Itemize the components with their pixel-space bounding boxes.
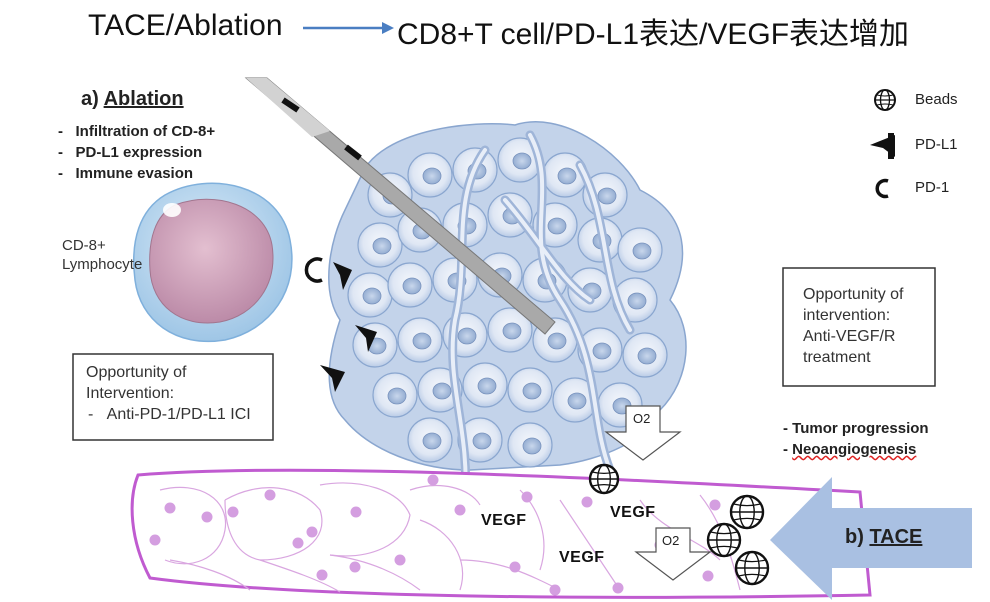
- tumor-cell: [387, 262, 433, 308]
- vessel-cell-nucleus: [394, 554, 406, 566]
- tace-heading: b) TACE: [845, 526, 923, 548]
- beads-icon: [874, 89, 896, 111]
- vegf-label: VEGF: [481, 512, 527, 529]
- vessel-cell-outline: [559, 499, 621, 591]
- vessel-cell-nucleus: [612, 582, 624, 594]
- intervention-left-text: Opportunity of Intervention: - Anti-PD-1…: [86, 364, 251, 423]
- vessel-cell-nucleus: [454, 504, 466, 516]
- intervention-box-right: [782, 267, 936, 387]
- beads-cluster: [588, 463, 770, 586]
- vessel-cell-outline: [169, 559, 251, 591]
- list-item: - Tumor progression: [783, 420, 929, 437]
- tumor-cell: [497, 137, 543, 183]
- intervention-box-left: [72, 353, 274, 441]
- vessel-cell-nucleus: [292, 537, 304, 549]
- tumor-effects-list: - Tumor progression - Neoangiogenesis: [783, 418, 929, 460]
- vessel-cell-nucleus: [164, 502, 176, 514]
- vessel-cell-outline: [419, 519, 464, 591]
- legend-pdl1: PD-L1: [915, 136, 958, 153]
- vessel-cell-nucleus: [549, 584, 561, 596]
- tumor-cell: [397, 317, 443, 363]
- ablation-effects-list: - Infiltration of CD-8+ - PD-L1 expressi…: [58, 121, 215, 184]
- legend-beads: Beads: [915, 91, 958, 108]
- vessel-cell-outline: [329, 554, 421, 591]
- list-item: - Infiltration of CD-8+: [58, 123, 216, 140]
- vessel-cell-nucleus: [264, 489, 276, 501]
- list-item: - PD-L1 expression: [58, 144, 203, 161]
- tumor-cell: [457, 417, 503, 463]
- o2-label: O2: [662, 533, 680, 548]
- cd8-lymphocyte: [133, 182, 293, 343]
- bead: [588, 463, 620, 495]
- tumor-cell: [347, 272, 393, 318]
- tumor-cell: [507, 367, 553, 413]
- ablation-heading: a) Ablation: [81, 88, 184, 111]
- title-left: TACE/Ablation: [88, 9, 283, 42]
- legend-pd1: PD-1: [915, 179, 950, 196]
- tumor-cell: [622, 332, 668, 378]
- vessel-cell-nucleus: [521, 491, 533, 503]
- lymphocyte-label: CD-8+ Lymphocyte: [62, 237, 143, 273]
- vessel-cell-nucleus: [306, 526, 318, 538]
- vessel-cell-nucleus: [581, 496, 593, 508]
- title-bar: TACE/Ablation CD8+T cell/PD-L1表达/VEGF表达增…: [0, 0, 990, 56]
- vessel-cell-outline: [409, 485, 481, 506]
- title-right: CD8+T cell/PD-L1表达/VEGF表达增加: [397, 18, 910, 51]
- vessel-cell-nucleus: [350, 506, 362, 518]
- list-item: - Immune evasion: [58, 165, 194, 182]
- tace-arrow: [770, 477, 972, 600]
- ablation-prefix: a): [81, 88, 104, 110]
- pdl1-legend-icon: [870, 133, 895, 159]
- vessel-cell-nucleus: [149, 534, 161, 546]
- vessel-cell-nucleus: [702, 570, 714, 582]
- bead: [706, 522, 742, 558]
- vegf-label: VEGF: [610, 504, 656, 521]
- ablation-label: Ablation: [103, 88, 184, 110]
- vessel-cell-nucleus: [201, 511, 213, 523]
- vessel-cell-outline: [259, 559, 341, 593]
- vessel-cell-outline: [224, 487, 323, 561]
- o2-arrow-top: [604, 405, 682, 461]
- vessel-cell-nucleus: [316, 569, 328, 581]
- vessel-cell-nucleus: [509, 561, 521, 573]
- tumor-cell: [407, 152, 453, 198]
- tumor-cell: [487, 307, 533, 353]
- bead: [729, 494, 765, 530]
- pd1-legend-icon: [875, 178, 889, 199]
- vessel-cell-nucleus: [427, 474, 439, 486]
- tumor-cell: [407, 417, 453, 463]
- vessel-cell-nucleus: [349, 561, 361, 573]
- vegf-label: VEGF: [559, 549, 605, 566]
- pdl1-markers: [320, 262, 377, 392]
- vessel-cell-outline: [319, 482, 411, 557]
- tumor-cell: [357, 222, 403, 268]
- tumor-cell: [617, 227, 663, 273]
- ablation-needle: [244, 77, 556, 335]
- bead: [734, 550, 770, 586]
- o2-arrow-bottom: [634, 527, 712, 581]
- o2-label: O2: [633, 411, 651, 426]
- vessel-cell-nucleus: [227, 506, 239, 518]
- vessel-cell-nucleus: [709, 499, 721, 511]
- tumor-cell: [462, 362, 508, 408]
- title-arrow: [303, 22, 394, 34]
- pd1-receptor: [304, 257, 323, 283]
- tumor-cell: [507, 422, 553, 468]
- tumor-cell: [372, 372, 418, 418]
- intervention-right-text: Opportunity of intervention: Anti-VEGF/R…: [803, 286, 904, 366]
- list-item: - Neoangiogenesis: [783, 441, 917, 458]
